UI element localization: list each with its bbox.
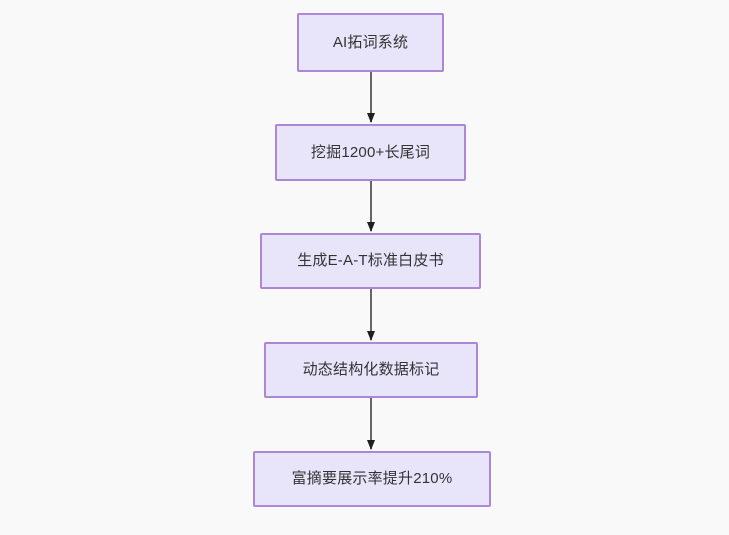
flow-node-dynamic-structured-data-markup[interactable]: 动态结构化数据标记 (264, 342, 478, 398)
flow-node-label: 富摘要展示率提升210% (291, 470, 453, 487)
flow-node-label: AI拓词系统 (332, 33, 409, 51)
flow-node-generate-eat-whitepaper[interactable]: 生成E-A-T标准白皮书 (260, 233, 481, 289)
flow-node-label: 挖掘1200+长尾词 (310, 143, 431, 161)
flow-node-rich-snippet-impression-lift[interactable]: 富摘要展示率提升210% (253, 451, 491, 507)
flow-node-ai-keyword-system[interactable]: AI拓词系统 (297, 13, 444, 72)
flow-node-label: 生成E-A-T标准白皮书 (297, 252, 444, 269)
flow-node-label: 动态结构化数据标记 (302, 361, 440, 378)
flow-node-mine-longtail-keywords[interactable]: 挖掘1200+长尾词 (275, 124, 466, 181)
